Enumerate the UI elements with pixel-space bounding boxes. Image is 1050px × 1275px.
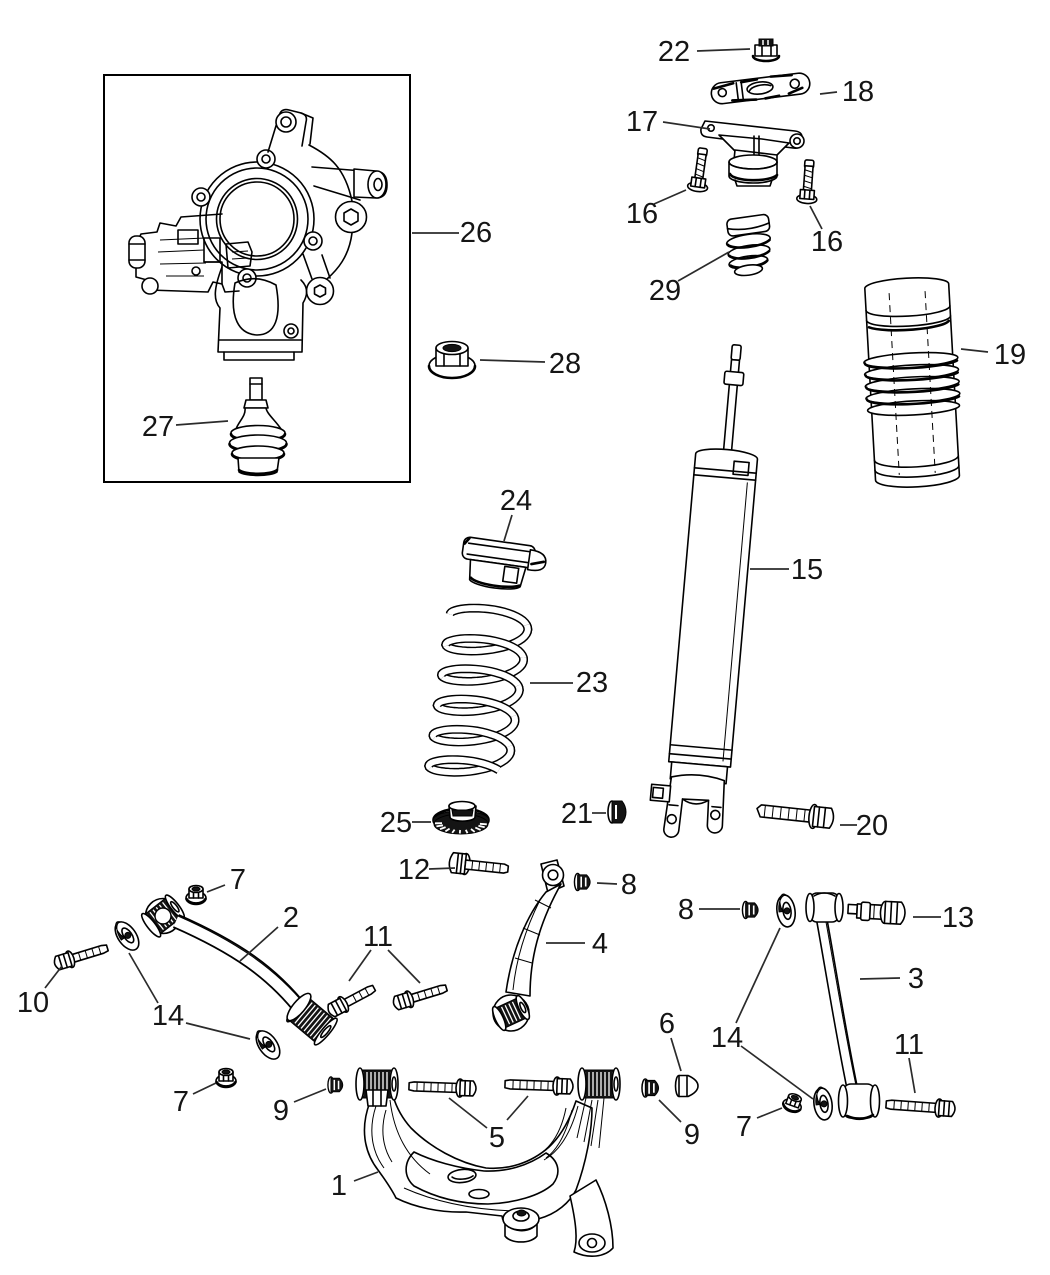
- svg-text:13: 13: [942, 902, 974, 934]
- svg-text:14: 14: [711, 1022, 743, 1054]
- svg-text:12: 12: [398, 854, 430, 886]
- svg-text:7: 7: [736, 1111, 752, 1143]
- svg-text:19: 19: [994, 339, 1026, 371]
- svg-text:14: 14: [152, 1000, 184, 1032]
- svg-text:25: 25: [380, 807, 412, 839]
- svg-text:17: 17: [626, 106, 658, 138]
- svg-text:6: 6: [659, 1008, 675, 1040]
- svg-text:22: 22: [658, 36, 690, 68]
- svg-text:10: 10: [17, 987, 49, 1019]
- svg-text:5: 5: [489, 1122, 505, 1154]
- svg-text:7: 7: [230, 864, 246, 896]
- svg-text:8: 8: [621, 869, 637, 901]
- svg-text:15: 15: [791, 554, 823, 586]
- svg-text:1: 1: [331, 1170, 347, 1202]
- svg-text:18: 18: [842, 76, 874, 108]
- svg-text:29: 29: [649, 275, 681, 307]
- svg-text:8: 8: [678, 894, 694, 926]
- svg-text:27: 27: [142, 411, 174, 443]
- svg-text:9: 9: [684, 1119, 700, 1151]
- svg-text:2: 2: [283, 902, 299, 934]
- svg-text:11: 11: [894, 1029, 924, 1061]
- svg-text:21: 21: [561, 798, 593, 830]
- svg-text:7: 7: [173, 1086, 189, 1118]
- svg-text:16: 16: [626, 198, 658, 230]
- svg-text:9: 9: [273, 1095, 289, 1127]
- svg-text:28: 28: [549, 348, 581, 380]
- svg-text:3: 3: [908, 963, 924, 995]
- svg-text:16: 16: [811, 226, 843, 258]
- svg-text:4: 4: [592, 928, 608, 960]
- svg-text:23: 23: [576, 667, 608, 699]
- svg-text:26: 26: [460, 217, 492, 249]
- svg-text:24: 24: [500, 485, 532, 517]
- svg-text:20: 20: [856, 810, 888, 842]
- svg-text:11: 11: [363, 921, 393, 953]
